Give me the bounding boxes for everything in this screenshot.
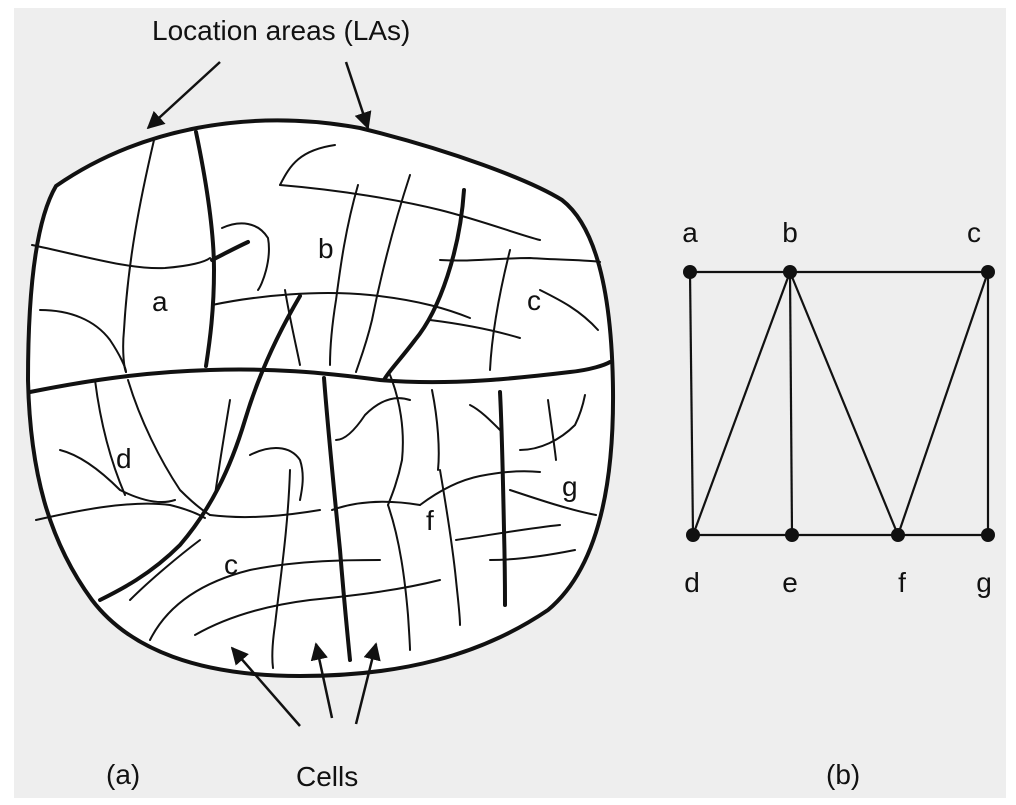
cell-boundaries (31, 139, 601, 669)
graph-edge-b-e (788, 271, 794, 536)
area-label-b: b (318, 233, 334, 264)
graph-node-label-e: e (782, 567, 798, 598)
graph-edge-b-d (691, 271, 792, 536)
cell-boundary (429, 319, 521, 339)
cell-boundary (129, 539, 201, 601)
la-border-cf (322, 376, 352, 662)
cell-boundary (209, 509, 321, 519)
cell-boundary (279, 184, 541, 241)
area-label-f: f (426, 505, 434, 536)
cell-boundary (39, 309, 127, 373)
cells-label: Cells (296, 761, 358, 792)
graph-node-label-d: d (684, 567, 700, 598)
cell-boundary (284, 289, 301, 366)
la-border-horizontal (28, 360, 612, 394)
area-label-c-top: c (527, 285, 541, 316)
cell-boundary (329, 184, 359, 366)
cell-boundary (31, 244, 211, 270)
la-border-dc (98, 294, 302, 602)
la-border-ab (194, 130, 217, 368)
graph-node-b (783, 265, 797, 279)
cell-boundary (489, 549, 576, 561)
caption-b: (b) (826, 759, 860, 790)
graph-node-label-f: f (898, 567, 906, 598)
graph-labels: a b c d e f g (682, 217, 992, 598)
cell-boundary (387, 504, 411, 651)
graph-node-c (981, 265, 995, 279)
cell-boundary (439, 256, 601, 263)
graph-node-label-b: b (782, 217, 798, 248)
cells-annotation: Cells (230, 642, 381, 792)
cell-boundary (509, 489, 597, 516)
cell-boundary (94, 379, 126, 496)
location-area-map: a b c d c f g (26, 118, 616, 678)
cell-boundary (211, 292, 471, 319)
cell-boundary (387, 374, 404, 506)
graph-node-label-a: a (682, 217, 698, 248)
location-areas-annotation: Location areas (LAs) (146, 15, 410, 130)
cell-boundary (249, 447, 304, 501)
cell-boundary (214, 399, 231, 496)
location-area-graph: a b c d e f g (682, 217, 995, 598)
cell-boundary (431, 389, 440, 471)
cell-boundary (331, 500, 421, 511)
cell-boundary (489, 249, 511, 371)
area-label-a: a (152, 286, 168, 317)
graph-node-a (683, 265, 697, 279)
graph-edge-c-f (896, 271, 990, 536)
cell-boundary (59, 449, 176, 503)
arrow-to-cell-3 (354, 642, 381, 725)
area-label-g: g (562, 471, 578, 502)
cell-boundary (149, 559, 381, 641)
cell-boundary (127, 379, 211, 516)
caption-a: (a) (106, 759, 140, 790)
graph-edges (688, 270, 990, 537)
location-areas-label: Location areas (LAs) (152, 15, 410, 46)
cell-boundary (419, 470, 541, 506)
area-label-c-bottom: c (224, 549, 238, 580)
arrow-to-cell-2 (310, 642, 334, 719)
cell-boundary (469, 404, 501, 431)
cell-boundary (35, 502, 206, 521)
cell-boundary (539, 289, 599, 331)
graph-edge-a-d (688, 271, 695, 536)
cell-boundary (194, 579, 441, 636)
la-border-ab-lower (210, 240, 250, 262)
cell-boundary (547, 399, 557, 461)
cell-boundary (455, 524, 561, 541)
graph-node-label-g: g (976, 567, 992, 598)
la-border-fg (498, 390, 507, 607)
graph-edge-b-f (788, 271, 900, 536)
cell-boundary (355, 174, 411, 373)
la-border-bc (382, 188, 466, 382)
graph-node-e (785, 528, 799, 542)
cell-boundary (122, 139, 155, 373)
arrow-to-outline-right (344, 61, 372, 130)
cell-boundary (221, 222, 270, 291)
map-outline (26, 118, 616, 678)
cell-boundary (271, 469, 291, 669)
location-area-borders (28, 130, 612, 662)
graph-node-d (686, 528, 700, 542)
graph-node-label-c: c (967, 217, 981, 248)
graph-node-f (891, 528, 905, 542)
arrow-to-outline-left (146, 61, 221, 130)
arrow-to-cell-1 (230, 646, 301, 727)
graph-node-g (981, 528, 995, 542)
area-label-d: d (116, 443, 132, 474)
cell-boundary (519, 394, 586, 451)
cell-boundary (439, 469, 461, 626)
cell-boundary (279, 144, 336, 186)
graph-nodes (683, 265, 995, 542)
